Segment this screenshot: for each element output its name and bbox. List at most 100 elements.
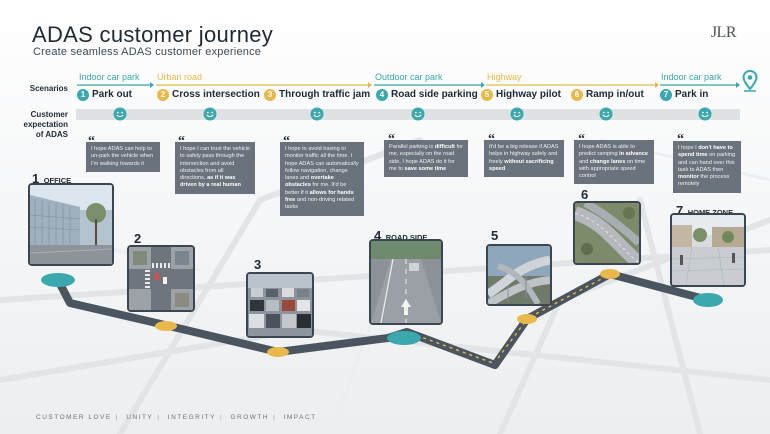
node-road-side <box>387 331 421 345</box>
quote-mark-icon: “ <box>388 132 395 148</box>
quote-park-out: I hope ADAS can help to un-park the vehi… <box>86 142 160 172</box>
footer-value: INTEGRITY <box>167 414 216 421</box>
category-indoor-car-park-2: Indoor car park <box>661 72 722 82</box>
photo-office <box>28 183 114 266</box>
expectation-line-2: expectation <box>23 120 68 129</box>
category-highway: Highway <box>487 72 522 82</box>
smiley-face-icon <box>599 107 613 121</box>
node-office <box>41 273 75 287</box>
location-label-5: 5 <box>491 227 498 245</box>
location-label-4: 4 ROAD SIDE <box>374 227 427 245</box>
category-urban-road: Urban road <box>157 72 203 82</box>
footer-value: IMPACT <box>283 414 317 421</box>
quote-highlight: without sacrificing speed <box>489 158 554 172</box>
quote-highlight: as if it was driven by a real human <box>180 175 241 189</box>
quote-mark-icon: “ <box>178 134 185 150</box>
location-number: 5 <box>491 228 499 243</box>
footer-values: CUSTOMER LOVE| UNITY| INTEGRITY| GROWTH|… <box>36 414 317 421</box>
quote-highlight: overtake obstacles <box>285 175 334 189</box>
arrow-icon <box>401 299 411 315</box>
quote-mark-icon: “ <box>488 132 495 148</box>
smiley-face-icon <box>203 107 217 121</box>
quote-highlight: allows for hands free <box>285 189 354 204</box>
location-number: 3 <box>254 257 262 272</box>
quote-text: on parking and can hand over this task t… <box>678 152 736 173</box>
scenario-number-2: 2 <box>157 89 169 101</box>
quote-text: I hope ADAS is able to predict ramping <box>579 144 635 158</box>
scenario-number-5: 5 <box>481 89 493 101</box>
quote-through-traffic-jam: I hope to avoid having to monitor traffi… <box>280 142 364 216</box>
quote-cross-intersection: I hope I can trust the vehicle to safely… <box>175 142 255 194</box>
location-number: 4 <box>374 228 382 243</box>
scenario-cross-intersection: Cross intersection <box>172 89 260 100</box>
quote-text: and non-driving related tasks <box>285 197 355 211</box>
photo-home-zone <box>670 213 746 287</box>
quote-mark-icon: “ <box>677 132 684 147</box>
quote-text: It'd be a big release if ADAS helps in h… <box>489 144 559 165</box>
smiley-face-icon <box>411 107 425 121</box>
page-title: ADAS customer journey <box>32 22 274 47</box>
scenario-through-traffic-jam: Through traffic jam <box>279 89 371 100</box>
category-indoor-car-park-1: Indoor car park <box>79 72 140 82</box>
quote-ramp-in-out: I hope ADAS is able to predict ramping i… <box>574 140 654 185</box>
node-traffic-jam <box>267 347 289 357</box>
expectation-row-label: Customer expectation of ADAS <box>14 110 68 140</box>
location-label-1: 1 OFFICE <box>32 170 71 188</box>
node-ramp <box>600 269 620 279</box>
quote-road-side-parking: Parallel parking is difficult for me, es… <box>384 140 468 178</box>
photo-traffic-jam <box>246 272 314 338</box>
smiley-face-icon <box>698 107 712 121</box>
location-number: 6 <box>581 187 589 202</box>
location-text: ROAD SIDE <box>385 233 428 242</box>
expectation-line-3: of ADAS <box>35 130 68 139</box>
category-outdoor-car-park: Outdoor car park <box>375 72 443 82</box>
quote-text: on time with appropriate speed control <box>579 158 646 180</box>
quote-text: I hope I <box>678 145 699 151</box>
scenario-park-in: Park in <box>675 89 709 100</box>
quote-text: I hope ADAS can help to un-park the vehi… <box>91 146 154 167</box>
scenario-number-4: 4 <box>376 89 388 101</box>
quote-park-in: I hope I don't have to spend time on par… <box>673 141 741 193</box>
scenario-number-1: 1 <box>77 89 89 101</box>
footer-value: CUSTOMER LOVE <box>36 414 112 421</box>
location-number: 1 <box>32 171 40 186</box>
quote-text: I hope to avoid having to monitor traffi… <box>285 146 359 182</box>
photo-road-side <box>369 239 443 325</box>
quote-highlight: difficult <box>434 144 455 150</box>
quote-text: the process remotely <box>678 174 730 188</box>
photo-highway <box>486 244 552 306</box>
scenario-ramp-in-out: Ramp in/out <box>586 89 644 100</box>
footer-value: UNITY <box>126 414 154 421</box>
quote-highlight: in advance <box>619 151 649 158</box>
node-home-zone <box>693 293 723 307</box>
scenarios-row-label: Scenarios <box>29 84 68 93</box>
node-highway <box>517 314 537 324</box>
node-intersection <box>155 321 177 331</box>
category-lines <box>76 82 740 120</box>
location-number: 7 <box>676 203 684 218</box>
quote-text: and <box>579 158 590 165</box>
location-text: HOME ZONE <box>687 208 734 217</box>
location-label-3: 3 <box>254 256 261 274</box>
location-number: 2 <box>134 231 142 246</box>
quote-text: for me, especially on the road side, I h… <box>389 144 464 172</box>
quote-mark-icon: “ <box>578 132 585 148</box>
quote-highlight: save some time <box>404 165 447 172</box>
smiley-face-icon <box>113 107 127 121</box>
footer-value: GROWTH <box>230 414 270 421</box>
smiley-face-icon <box>510 107 524 121</box>
quote-text: Parallel parking is <box>389 144 435 150</box>
quote-highlight: change lanes <box>589 158 626 165</box>
scenario-highway-pilot: Highway pilot <box>496 89 561 100</box>
quote-highlight: don't have to spend time <box>678 145 733 159</box>
location-text: OFFICE <box>43 176 72 185</box>
quote-text: I hope I can trust the vehicle to safely… <box>180 146 250 182</box>
jlr-logo: JLR <box>710 24 737 41</box>
quote-highlight: monitor <box>678 174 699 181</box>
location-label-6: 6 <box>581 186 588 204</box>
location-label-2: 2 <box>134 230 141 248</box>
page-subtitle: Create seamless ADAS customer experience <box>33 46 262 58</box>
scenario-number-3: 3 <box>264 89 276 101</box>
